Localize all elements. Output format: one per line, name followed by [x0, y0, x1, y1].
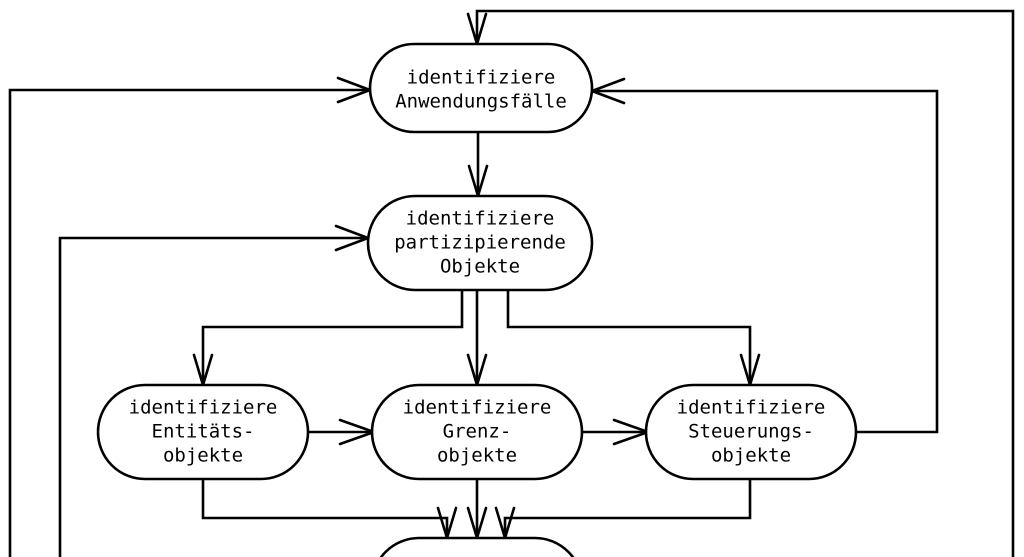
node-label-objects-line3: Objekte — [440, 256, 520, 278]
node-label-boundary-line3: objekte — [437, 445, 517, 467]
node-bottom-cropped[interactable] — [372, 536, 582, 557]
node-shape-objects — [366, 194, 594, 292]
edge-bottom-to-usecases-left — [8, 76, 372, 557]
node-label-boundary-line1: identifiziere — [403, 397, 552, 419]
node-label-usecases-line1: identifiziere — [407, 67, 556, 89]
edge-entity-to-bottom — [201, 479, 458, 540]
node-shape-boundary — [370, 383, 584, 481]
node-label-control-line3: objekte — [711, 445, 791, 467]
node-label-usecases-line2: Anwendungsfälle — [395, 91, 567, 113]
edge-objects-to-boundary — [466, 290, 488, 387]
edge-objects-to-control — [506, 290, 761, 387]
edge-control-to-usecases — [590, 77, 939, 434]
edge-boundary-to-control — [582, 418, 650, 446]
edge-entity-to-boundary — [308, 418, 376, 446]
node-label-entity-line1: identifiziere — [129, 397, 278, 419]
node-shape-entity — [96, 383, 310, 481]
edge-objects-to-entity — [192, 290, 464, 387]
node-label-objects-line2: partizipierende — [394, 232, 566, 254]
node-label-entity-line3: objekte — [163, 445, 243, 467]
node-label-entity-line2: Entitäts- — [152, 421, 255, 443]
node-identifiziere-grenzobjekte[interactable]: identifiziere Grenz- objekte — [370, 383, 584, 481]
edge-usecases-to-objects — [467, 132, 489, 198]
node-label-control-line1: identifiziere — [677, 397, 826, 419]
node-identifiziere-anwendungsfaelle[interactable]: identifiziere Anwendungsfälle — [368, 42, 594, 134]
edge-control-to-bottom — [494, 479, 752, 540]
node-label-control-line2: Steuerungs- — [688, 421, 814, 443]
node-identifiziere-entitaetsobjekte[interactable]: identifiziere Entitäts- objekte — [96, 383, 310, 481]
node-identifiziere-steuerungsobjekte[interactable]: identifiziere Steuerungs- objekte — [644, 383, 858, 481]
node-identifiziere-partizipierende-objekte[interactable]: identifiziere partizipierende Objekte — [366, 194, 594, 292]
node-shape-control — [644, 383, 858, 481]
node-shape-usecases — [368, 42, 594, 134]
node-label-boundary-line2: Grenz- — [443, 421, 512, 443]
edge-boundary-to-bottom — [466, 479, 488, 540]
node-shape-bottom-cut — [379, 536, 575, 557]
node-label-objects-line1: identifiziere — [406, 208, 555, 230]
